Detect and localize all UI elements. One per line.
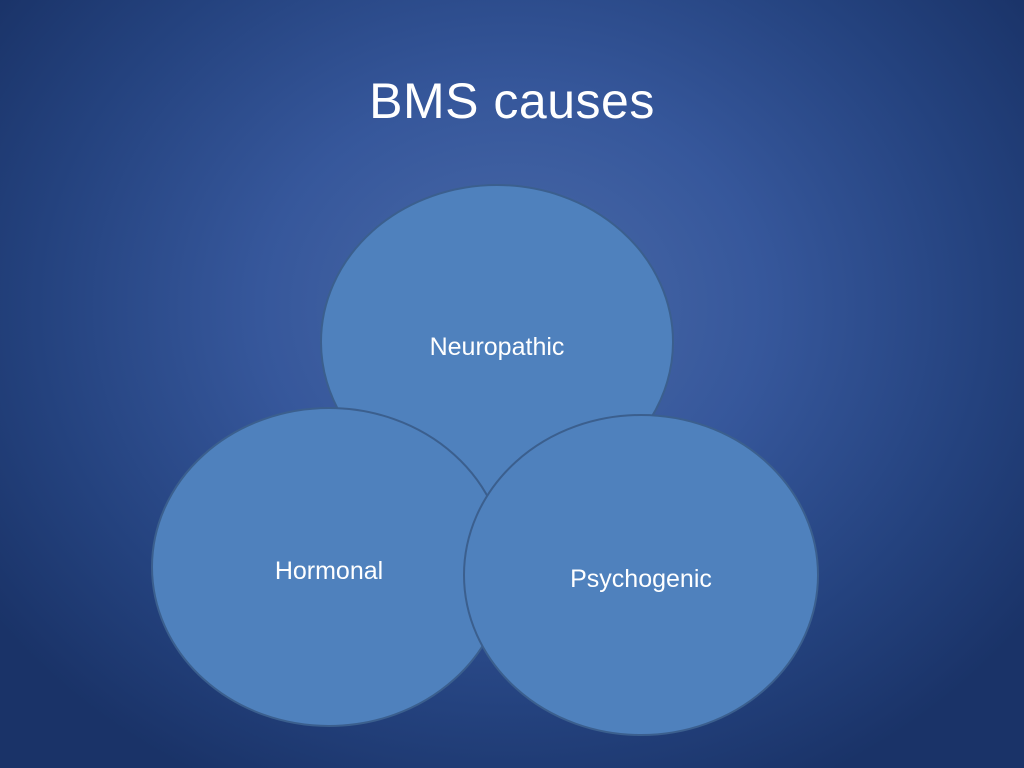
circle-psychogenic-shape (463, 414, 819, 736)
circle-psychogenic: Psychogenic (463, 414, 819, 736)
circle-neuropathic-label: Neuropathic (430, 333, 565, 361)
circle-hormonal: Hormonal (151, 407, 507, 727)
circle-hormonal-label: Hormonal (275, 557, 383, 585)
slide-title: BMS causes (369, 73, 655, 129)
circle-psychogenic-label: Psychogenic (570, 565, 712, 593)
circle-neuropathic: Neuropathic (320, 184, 674, 500)
